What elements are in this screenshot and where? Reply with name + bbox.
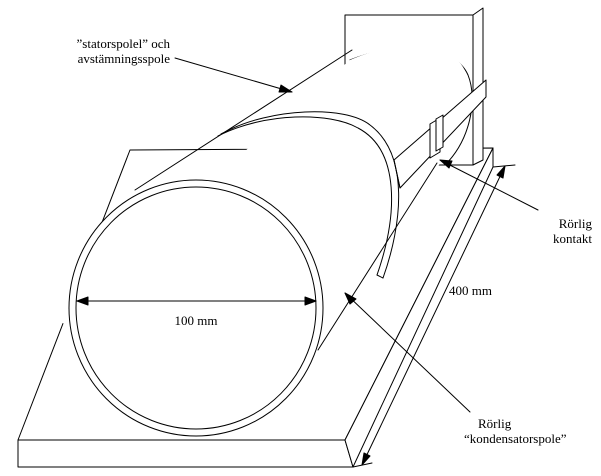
leader-arrows: [174, 57, 539, 413]
moving-contact-label-line-1: Rörlig: [558, 216, 592, 231]
stator-coil-label: ”statorspolel” och avstämningsspole: [40, 36, 171, 66]
length-label: 400 mm: [449, 283, 492, 298]
moving-contact-label-line-2: kontakt: [553, 231, 592, 246]
sliding-contact: [393, 79, 487, 189]
stator-coil-label-line-1: ”statorspolel” och: [76, 36, 171, 51]
stator-coil-label-line-2: avstämningsspole: [77, 51, 170, 66]
moving-contact-label: Rörlig kontakt: [520, 216, 592, 246]
capacitor-coil-label-line-2: “kondensatorspole”: [464, 431, 567, 446]
diameter-label: 100 mm: [174, 313, 218, 328]
length-dimension: [352, 164, 516, 468]
capacitor-coil-label-line-1: Rörlig: [478, 416, 512, 431]
capacitor-coil-label: Rörlig “kondensatorspole”: [464, 416, 567, 446]
stator-coil-sleeve: [217, 111, 400, 279]
diameter-dimension: [76, 296, 317, 306]
front-end-ring: [68, 179, 324, 437]
